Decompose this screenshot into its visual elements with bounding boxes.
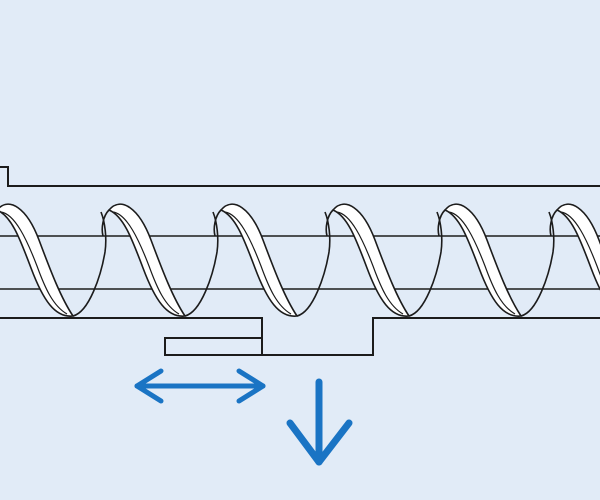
double-headed-arrow-icon (134, 368, 266, 404)
screw-flight (101, 203, 219, 317)
screw-flight (213, 203, 331, 317)
screw-flight (549, 203, 600, 291)
housing-top-edge (0, 166, 600, 187)
screw-flights (0, 203, 600, 317)
slide-gate-plate (164, 337, 263, 356)
screw-flight (325, 203, 443, 317)
screw-flight (0, 203, 107, 317)
screw-flight (437, 203, 555, 317)
housing-bottom-edge (0, 317, 600, 356)
down-arrow-icon (286, 378, 353, 466)
